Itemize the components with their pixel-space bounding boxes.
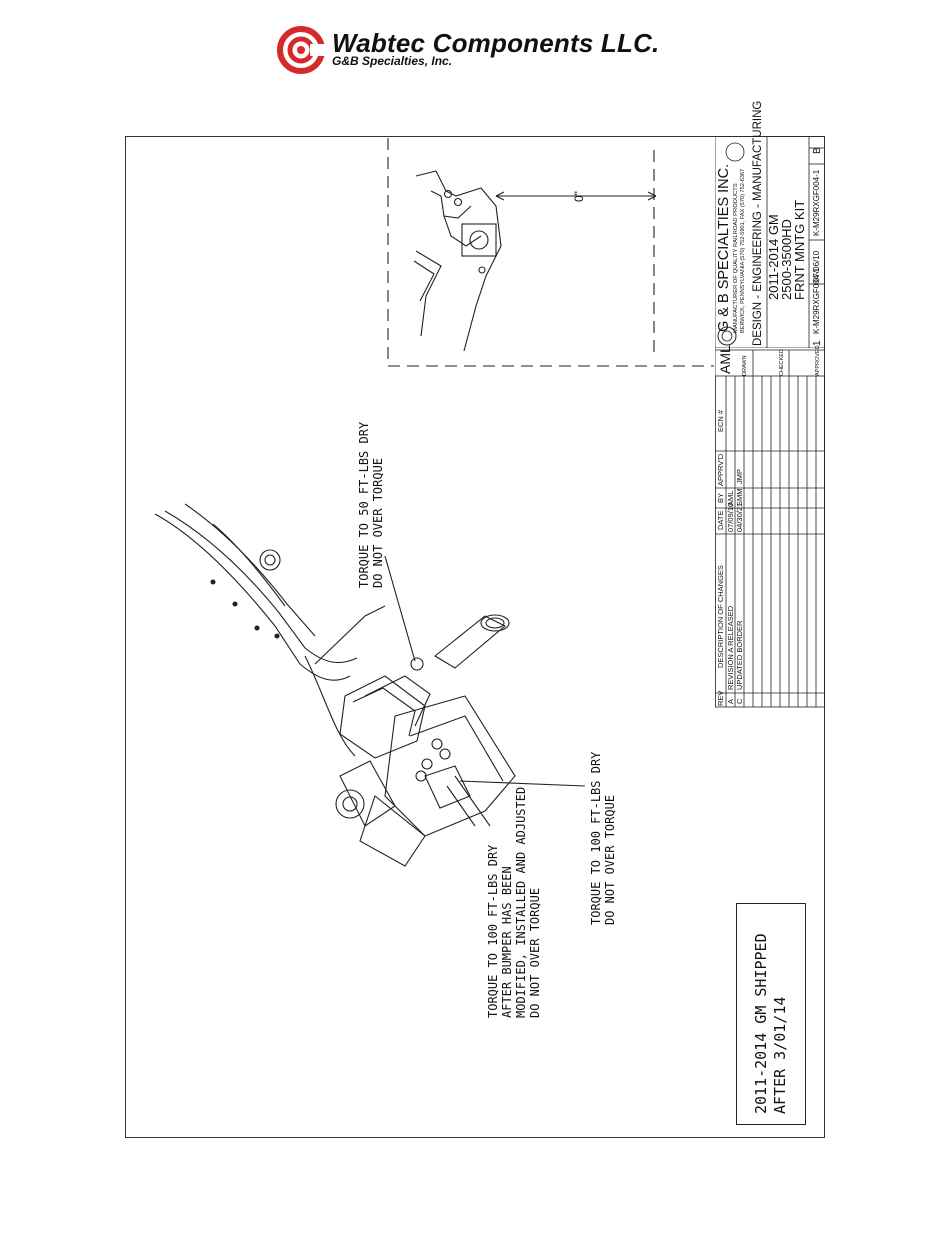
torque-100-bumper-note: TORQUE TO 100 FT-LBS DRY AFTER BUMPER HA… [486, 786, 542, 1018]
revision-table [715, 136, 825, 708]
drawn-value: AML [717, 345, 733, 374]
title-block [715, 136, 825, 348]
rev-row-c-desc: UPDATED BORDER [735, 620, 744, 690]
rev-header-apprvd: APPRV'D [716, 453, 725, 486]
subsidiary-name: G&B Specialties, Inc. [332, 54, 453, 68]
rev-row-a-date: 07/09/10 [726, 502, 735, 532]
rev-header-rev: REV [716, 690, 725, 706]
rev-row-c-rev: C [735, 698, 744, 704]
assembly-drawing [154, 503, 586, 867]
company-name: Wabtec Components LLC. [332, 28, 660, 58]
shipped-box [736, 903, 806, 1125]
rev-row-a-rev: A [726, 698, 735, 704]
rev-row-c-apprvd: JMP [735, 469, 744, 484]
tb-services: DESIGN - ENGINEERING - MANUFACTURING [752, 100, 764, 346]
tb-company: G & B SPECIALTIES INC. [716, 163, 732, 332]
tb-address: BERWICK, PENNSYLVANIA (570) 752-5901, FA… [740, 168, 746, 333]
rev-row-a-by: AML [726, 490, 735, 506]
rev-row-c-date: 04/30/21 [735, 502, 744, 532]
tb-title: 2011-2014 GM 2500-3500HD FRNT MNTG KIT [766, 199, 807, 300]
tb-date: 07/06/10 [812, 250, 821, 282]
detail-view [387, 138, 714, 367]
tb-tagline: MANUFACTURER OF QUALITY RAILROAD PRODUCT… [733, 183, 739, 333]
company-logo: Wabtec Components LLC. G&B Specialties, … [276, 26, 696, 74]
rev-header-by: BY [716, 492, 725, 503]
drawn-label: DRAWN [742, 355, 748, 376]
torque-50-note: TORQUE TO 50 FT-LBS DRY DO NOT OVER TORQ… [357, 421, 385, 588]
checked-label: CHECKED [779, 349, 785, 376]
tb-sheet: 1 [812, 340, 823, 346]
rev-row-a-desc: REVISION A RELEASED [726, 605, 735, 690]
wabtec-logo-icon [277, 26, 330, 74]
rev-row-c-by: SMM [735, 488, 744, 507]
detail-dimension: 0" [572, 191, 586, 202]
rev-header-ecn: ECN # [716, 409, 725, 432]
rev-header-date: DATE [716, 510, 725, 530]
shipped-text: 2011-2014 GM SHIPPED AFTER 3/01/14 [752, 933, 789, 1114]
tb-part-number: K-M29RXGF004-1 [812, 169, 821, 236]
tb-revision: B [812, 147, 823, 154]
approved-label: APPROVED [815, 345, 821, 376]
rev-header-description: DESCRIPTION OF CHANGES [716, 565, 725, 668]
torque-100-note: TORQUE TO 100 FT-LBS DRY DO NOT OVER TOR… [589, 751, 617, 925]
